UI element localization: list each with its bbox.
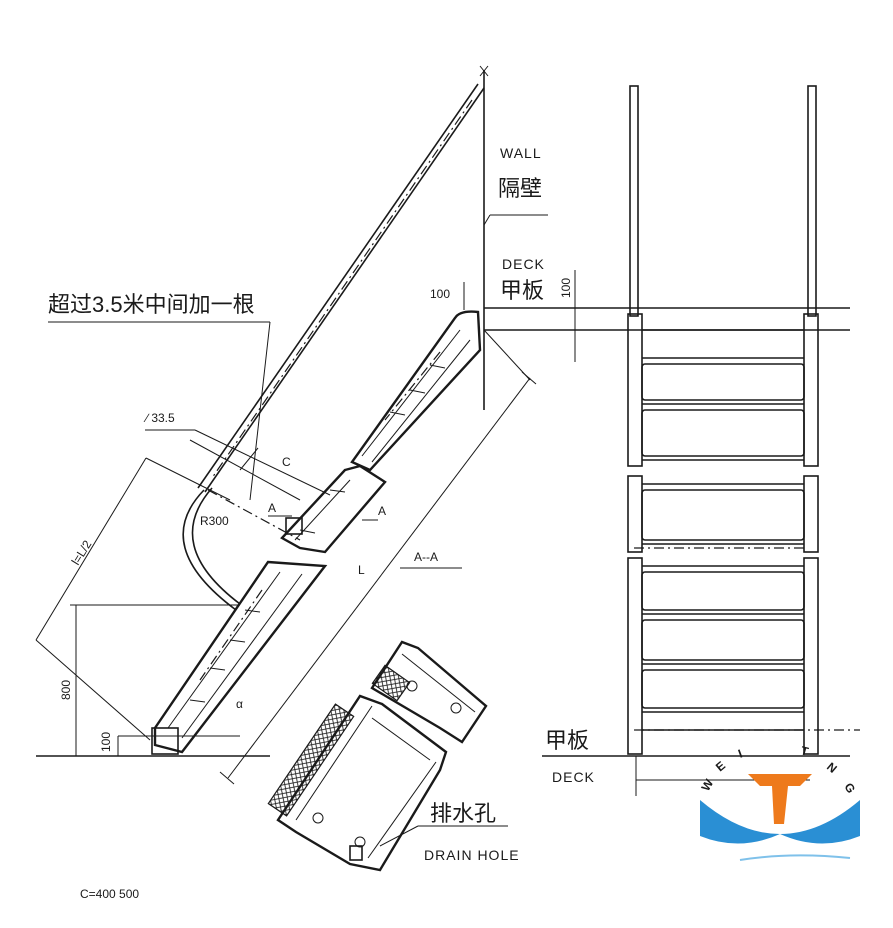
- logo-letter-e: E: [713, 758, 728, 774]
- logo-letter-g: G: [841, 781, 858, 796]
- section-a-left: A: [268, 501, 276, 515]
- tread-section-detail: [267, 640, 488, 872]
- logo-letter-w: W: [698, 776, 716, 793]
- logo-ripple: [739, 854, 851, 861]
- note-leader: [48, 321, 271, 501]
- section-view-label: A--A: [414, 550, 438, 564]
- radius-label: R300: [200, 514, 229, 528]
- deck-label-en-bottom: DECK: [552, 769, 595, 785]
- dim-100-vertical: [568, 270, 582, 362]
- section-markers: [268, 515, 378, 521]
- c-values-label: C=400 500: [80, 887, 139, 901]
- dim-c-label: C: [282, 455, 291, 469]
- wall-label-en: WALL: [500, 145, 542, 161]
- logo-letter-t: T: [799, 743, 810, 759]
- logo-wave-left: [700, 800, 780, 844]
- dim-100-top-label: 100: [430, 287, 450, 301]
- dim-l: [219, 371, 537, 785]
- angle-dim: [145, 429, 331, 496]
- dim-100-bottom-label: 100: [99, 732, 113, 752]
- section-a-right: A: [378, 504, 386, 518]
- ladder-front-view: [542, 85, 860, 796]
- top-deck: [483, 307, 850, 381]
- deck-label-zh-top: 甲板: [500, 278, 544, 303]
- logo-wave-right: [780, 800, 860, 844]
- dim-800: [70, 604, 240, 756]
- weiting-logo: W E I T N G: [698, 743, 860, 861]
- drain-leader: [379, 825, 508, 847]
- dim-l-half: [35, 457, 231, 741]
- deck-label-en-top: DECK: [502, 256, 545, 272]
- dim-l-half-label: l=L/2: [69, 538, 95, 568]
- deck-label-zh-bottom: 甲板: [545, 728, 589, 753]
- logo-letter-i: I: [736, 747, 744, 761]
- logo-letter-n: N: [824, 760, 840, 776]
- wall-line: [479, 65, 489, 410]
- bottom-floor: [36, 735, 270, 757]
- wall-leader: [483, 214, 548, 226]
- support-arc: [182, 487, 301, 611]
- ladder-side-view: [151, 310, 482, 755]
- drain-label-en: DRAIN HOLE: [424, 847, 520, 863]
- dim-c: [189, 439, 301, 501]
- handrail: [197, 83, 485, 493]
- logo-t-mark: [748, 774, 812, 824]
- wall-label-zh: 隔壁: [498, 176, 542, 201]
- dim-800-label: 800: [59, 680, 73, 700]
- angle-alpha-label: α: [236, 697, 243, 711]
- dim-100-horizontal: [463, 282, 485, 310]
- dim-l-label: L: [358, 563, 365, 577]
- dim-100-vertical-label: 100: [559, 278, 573, 298]
- angle-label: ∕ 33.5: [143, 411, 175, 425]
- drain-label-zh: 排水孔: [430, 801, 496, 826]
- note-label: 超过3.5米中间加一根: [48, 292, 255, 317]
